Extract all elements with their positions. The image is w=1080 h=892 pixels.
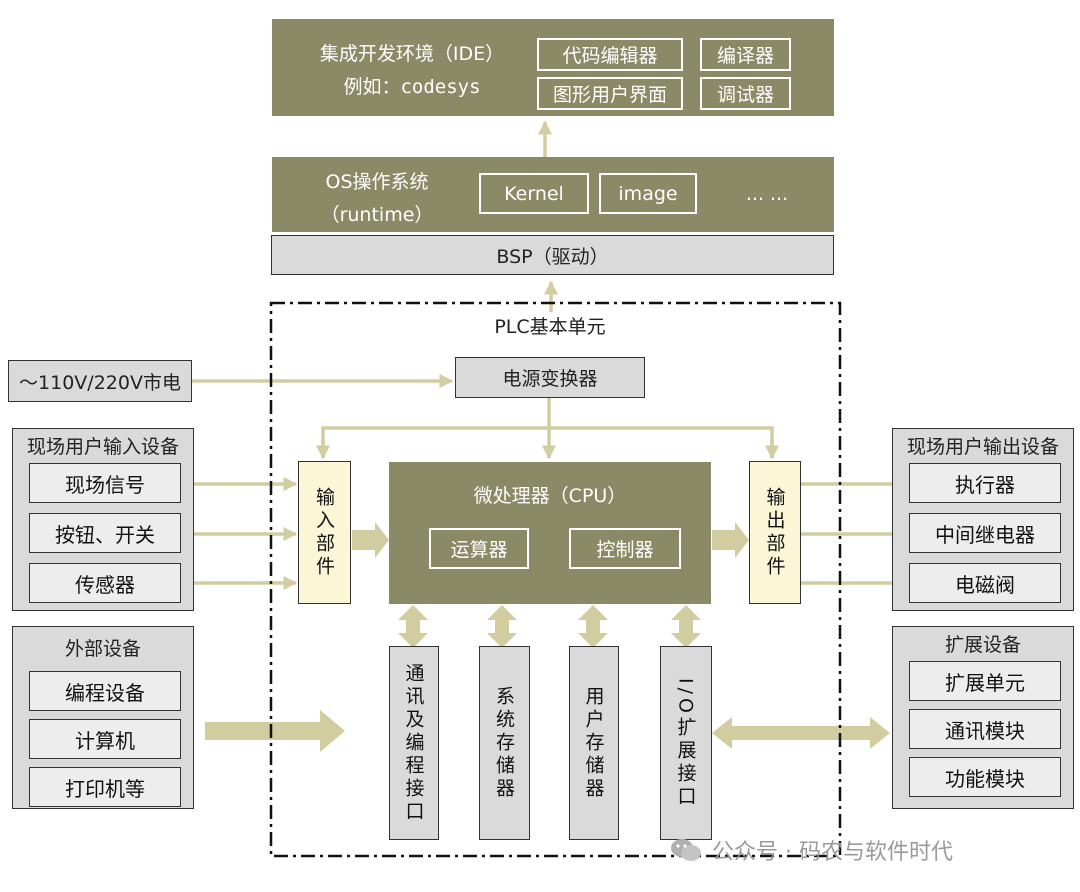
bsp-bar: BSP（驱动） [271,235,834,275]
output-unit: 输出部件 [749,461,801,604]
input-devices-panel: 现场用户输入设备 现场信号 按钮、开关 传感器 [12,428,194,611]
power-converter: 电源变换器 [455,357,645,398]
os-kernel: Kernel [479,173,589,214]
external-programming: 编程设备 [29,671,181,711]
comm-programming-interface: 通讯及编程接口 [389,646,439,840]
os-title: OS操作系统 [325,171,429,193]
os-subtitle: （runtime） [320,204,434,226]
user-memory: 用户存储器 [569,646,619,840]
ide-panel: 集成开发环境（IDE） 例如：codesys 代码编辑器 编译器 图形用户界面 … [272,19,834,116]
os-more: ... ... [745,182,789,205]
input-unit: 输入部件 [298,461,351,604]
arrow-cpu-sysmem [487,605,517,648]
arrow-external-to-plc [205,710,345,752]
ide-debugger: 调试器 [700,77,791,110]
expansion-comm-module: 通讯模块 [909,709,1061,749]
expansion-function-module: 功能模块 [909,757,1061,797]
ide-title: 集成开发环境（IDE） [319,43,505,65]
arrow-cpu-comm [398,605,428,648]
plc-label: PLC基本单元 [470,312,630,338]
input-sensor: 传感器 [29,563,181,603]
cpu-controller: 控制器 [569,528,681,569]
external-devices-panel: 外部设备 编程设备 计算机 打印机等 [12,626,194,809]
os-panel: OS操作系统 （runtime） Kernel image ... ... [272,157,834,232]
io-expansion-interface: I/O扩展接口 [660,646,712,840]
external-printer: 打印机等 [29,767,181,807]
system-memory-label: 系统存储器 [493,685,515,801]
ide-code-editor: 代码编辑器 [537,38,683,71]
arrow-cpu-io [671,605,701,648]
user-memory-label: 用户存储器 [582,685,605,801]
watermark-text: 公众号 · 码农与软件时代 [712,840,953,865]
input-devices-title: 现场用户输入设备 [26,435,179,458]
output-solenoid-valve: 电磁阀 [909,563,1061,603]
input-buttons-switches: 按钮、开关 [29,513,181,553]
cpu-block: 微处理器（CPU） 运算器 控制器 [389,462,711,604]
comm-programming-label: 通讯及编程接口 [402,662,425,824]
system-memory: 系统存储器 [479,646,530,840]
output-devices-title: 现场用户输出设备 [906,435,1059,458]
expansion-devices-panel: 扩展设备 扩展单元 通讯模块 功能模块 [892,626,1074,809]
mains-box: ～110V/220V市电 [8,360,192,402]
cpu-alu: 运算器 [429,528,529,569]
output-devices-panel: 现场用户输出设备 执行器 中间继电器 电磁阀 [892,428,1074,611]
external-computer: 计算机 [29,719,181,759]
output-relay: 中间继电器 [909,513,1061,553]
ide-gui: 图形用户界面 [537,77,683,110]
wechat-icon [671,839,701,861]
input-field-signal: 现场信号 [29,463,181,503]
arrow-io-expansion [712,717,890,749]
output-unit-label: 输出部件 [763,486,786,579]
input-unit-label: 输入部件 [313,486,335,579]
external-devices-title: 外部设备 [64,637,141,660]
expansion-devices-title: 扩展设备 [944,633,1021,656]
arrow-cpu-to-output [712,522,749,558]
output-actuator: 执行器 [909,463,1061,503]
arrow-input-to-cpu [352,522,389,558]
watermark: 公众号 · 码农与软件时代 [670,830,1070,870]
arrow-cpu-usermem [578,605,608,648]
os-image: image [599,173,697,214]
ide-compiler: 编译器 [700,38,791,71]
cpu-title: 微处理器（CPU） [473,484,627,507]
io-expansion-label: I/O扩展接口 [674,677,697,809]
plc-frame [269,301,842,858]
ide-subtitle: 例如：codesys [343,76,481,98]
expansion-unit: 扩展单元 [909,661,1061,701]
